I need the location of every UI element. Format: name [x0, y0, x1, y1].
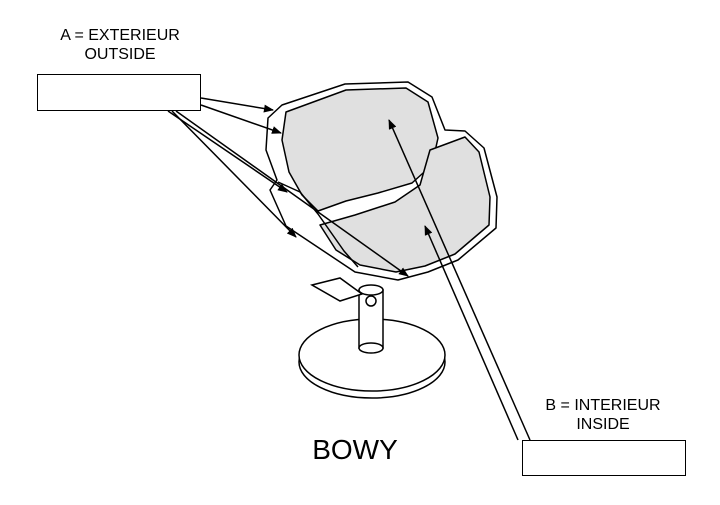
exterior-label: A = EXTERIEUR OUTSIDE — [20, 26, 220, 64]
cylinder-top — [358, 284, 384, 296]
exterior-label-line2: OUTSIDE — [84, 46, 156, 63]
arrow-a-1 — [200, 97, 274, 113]
arrow-b-2 — [424, 225, 519, 441]
exterior-label-line1: A = EXTERIEUR — [60, 27, 180, 44]
interior-input-box[interactable] — [522, 440, 686, 476]
arrow-a-4 — [171, 110, 297, 238]
model-name: BOWY — [312, 434, 398, 465]
cylinder-bottom — [358, 342, 384, 354]
interior-label-line2: INSIDE — [576, 416, 630, 433]
exterior-arrows — [167, 97, 409, 277]
arrow-a-3 — [167, 110, 288, 193]
lever-knob — [365, 295, 377, 307]
arrow-b-1 — [388, 119, 531, 441]
arrow-a-5 — [175, 110, 409, 277]
height-lever — [310, 277, 364, 302]
chair-base — [298, 277, 446, 399]
interior-label-line1: B = INTERIEUR — [545, 397, 661, 414]
interior-label: B = INTERIEUR INSIDE — [508, 396, 698, 434]
arrow-a-2 — [200, 104, 282, 134]
chair-shell — [265, 81, 498, 281]
exterior-input-box[interactable] — [37, 74, 201, 111]
interior-arrows — [388, 119, 531, 441]
seat-front-edge — [277, 181, 359, 268]
seat-back-interior — [281, 87, 439, 212]
seat-side-interior — [319, 136, 491, 273]
